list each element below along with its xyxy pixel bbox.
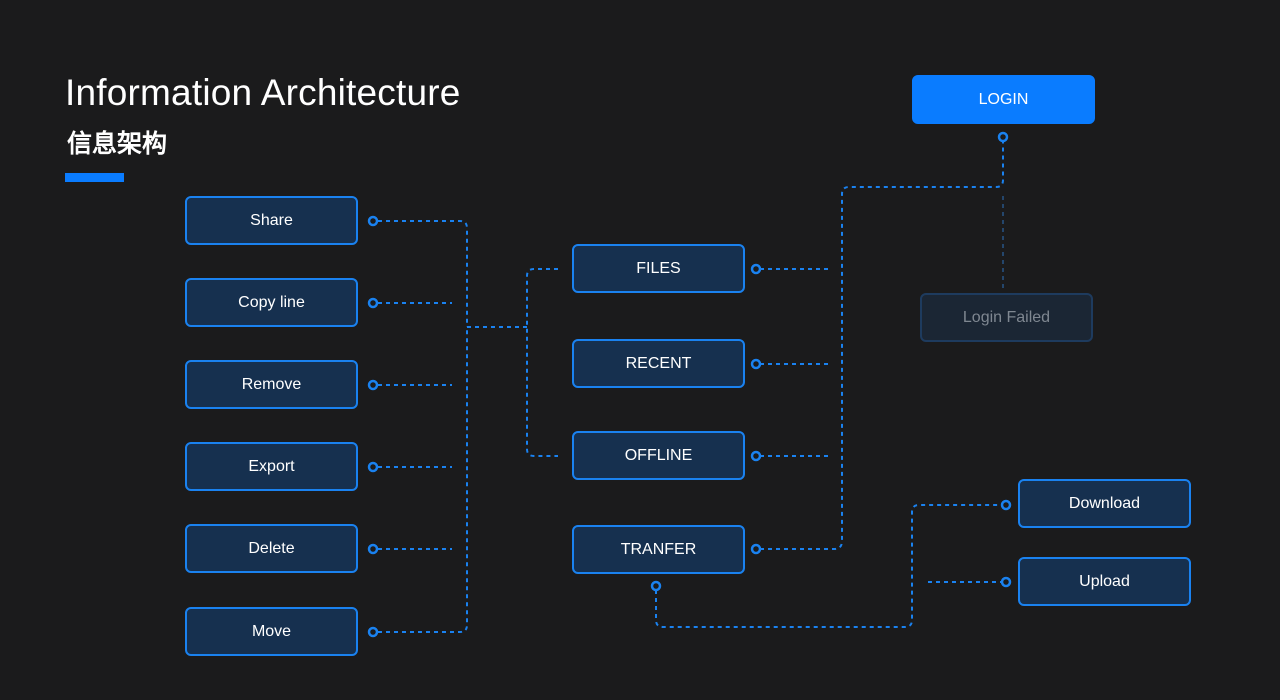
port-move — [367, 626, 379, 638]
page-title: Information Architecture — [65, 72, 461, 113]
port-files — [750, 263, 762, 275]
action-remove-node[interactable]: Remove — [185, 360, 358, 409]
action-share-node[interactable]: Share — [185, 196, 358, 245]
action-delete-node[interactable]: Delete — [185, 524, 358, 573]
transfer-upload-node[interactable]: Upload — [1018, 557, 1191, 606]
port-login — [997, 131, 1009, 143]
section-files-node[interactable]: FILES — [572, 244, 745, 293]
port-offline — [750, 450, 762, 462]
section-offline-node[interactable]: OFFLINE — [572, 431, 745, 480]
connector-share — [378, 220, 468, 327]
port-share — [367, 215, 379, 227]
action-move-node[interactable]: Move — [185, 607, 358, 656]
login-node[interactable]: LOGIN — [912, 75, 1095, 124]
port-tranfer — [750, 543, 762, 555]
section-tranfer-node[interactable]: TRANFER — [572, 525, 745, 574]
title-accent-bar — [65, 173, 124, 182]
page-subtitle: 信息架构 — [67, 129, 168, 158]
port-copy-line — [367, 297, 379, 309]
port-delete — [367, 543, 379, 555]
connector-move — [378, 327, 468, 633]
connector-files-offline — [526, 268, 558, 457]
transfer-download-node[interactable]: Download — [1018, 479, 1191, 528]
section-recent-node[interactable]: RECENT — [572, 339, 745, 388]
port-recent — [750, 358, 762, 370]
port-tranfer-bottom — [650, 580, 662, 592]
action-export-node[interactable]: Export — [185, 442, 358, 491]
port-remove — [367, 379, 379, 391]
port-download — [1000, 499, 1012, 511]
port-upload — [1000, 576, 1012, 588]
connector-tranfer-login — [760, 142, 1004, 550]
action-copy-line-node[interactable]: Copy line — [185, 278, 358, 327]
port-export — [367, 461, 379, 473]
connector-tranfer-download — [655, 504, 1002, 628]
login-failed-node[interactable]: Login Failed — [920, 293, 1093, 342]
